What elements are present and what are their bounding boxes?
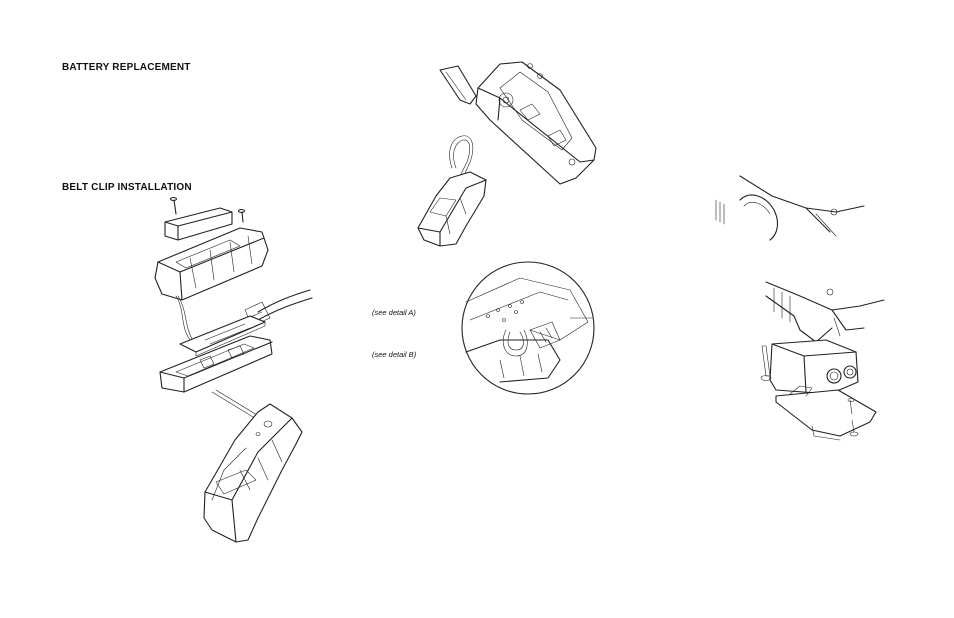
exploded-device-illustration: [154, 196, 313, 393]
long-screw-icon: [760, 345, 772, 381]
bottom-screw-icon: [849, 419, 859, 437]
screw-right-icon: [237, 208, 246, 223]
battery-replacement-heading: BATTERY REPLACEMENT: [62, 62, 191, 73]
belt-clip-installation-heading: BELT CLIP INSTALLATION: [62, 182, 192, 193]
detail-circle-illustration: [461, 261, 595, 395]
housing-with-clip-illustration: [439, 61, 597, 185]
detail-a-note: (see detail A): [372, 308, 416, 317]
screw-top-1-icon: [527, 63, 533, 69]
detail-b-note: (see detail B): [372, 350, 417, 359]
screw-top-2-icon: [537, 73, 543, 79]
screw-left-icon: [169, 196, 178, 215]
clip-mount-detail-illustration: [760, 281, 885, 441]
housing-corner-detail-illustration: [715, 175, 865, 241]
clip-screw-icon: [847, 398, 855, 415]
small-device-with-clip-illustration: [417, 135, 487, 247]
device-with-clip-illustration: [203, 389, 303, 543]
